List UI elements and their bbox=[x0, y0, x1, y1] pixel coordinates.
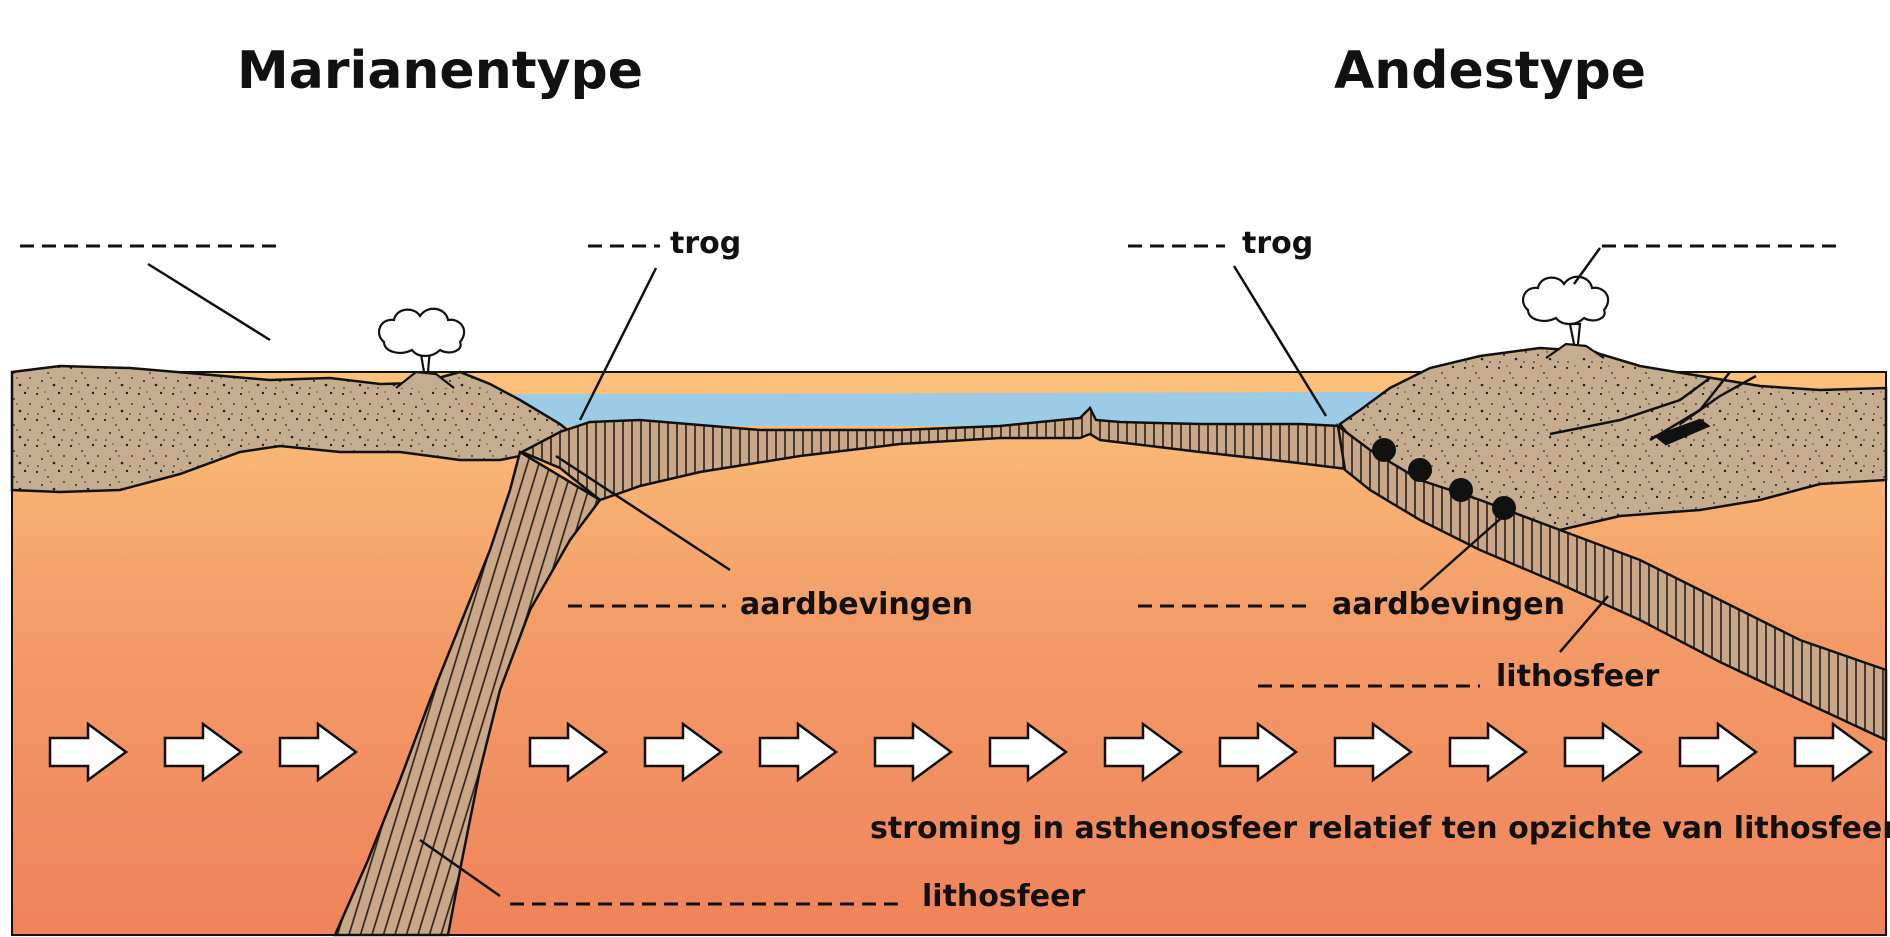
flow-arrow-icon bbox=[988, 721, 1069, 783]
earthquake-dot-icon bbox=[1408, 458, 1432, 482]
leader-trog-left bbox=[578, 267, 658, 421]
earthquake-dots bbox=[1372, 438, 1516, 520]
flow-arrow-icon bbox=[1103, 721, 1184, 783]
title-andestype: Andestype bbox=[1334, 41, 1646, 101]
label-trog-right: trog bbox=[1242, 226, 1313, 261]
label-aardbevingen-right: aardbevingen bbox=[1332, 587, 1565, 622]
label-lithosfeer-bottom: lithosfeer bbox=[922, 879, 1085, 914]
label-stroming: stroming in asthenosfeer relatief ten op… bbox=[870, 811, 1890, 846]
label-lithosfeer-right: lithosfeer bbox=[1496, 659, 1659, 694]
leader-top-right bbox=[1572, 247, 1602, 285]
earthquake-dot-icon bbox=[1449, 478, 1473, 502]
flow-arrow-icon bbox=[1448, 721, 1529, 783]
leader-aardbevingen-left bbox=[555, 454, 731, 572]
title-marianentype: Marianentype bbox=[237, 41, 643, 101]
flow-arrow-icon bbox=[758, 721, 839, 783]
leader-trog-right bbox=[1232, 265, 1328, 417]
flow-arrows bbox=[48, 721, 1874, 783]
leader-lithosfeer-bottom bbox=[419, 838, 501, 898]
flow-arrow-icon bbox=[48, 721, 129, 783]
slab-left bbox=[333, 450, 602, 937]
flow-arrow-icon bbox=[1793, 721, 1874, 783]
flow-arrow-icon bbox=[163, 721, 244, 783]
earthquake-dot-icon bbox=[1372, 438, 1396, 462]
earthquake-dot-icon bbox=[1492, 496, 1516, 520]
flow-arrow-icon bbox=[1678, 721, 1759, 783]
flow-arrow-icon bbox=[1218, 721, 1299, 783]
ash-cloud-icon bbox=[377, 307, 466, 358]
volcano-icon bbox=[1545, 322, 1605, 359]
flow-arrow-icon bbox=[643, 721, 724, 783]
leader-aardbevingen-right bbox=[1419, 511, 1509, 591]
flow-arrow-icon bbox=[528, 721, 609, 783]
label-aardbevingen-left: aardbevingen bbox=[740, 587, 973, 622]
slab-right bbox=[1336, 423, 1888, 742]
leader-top-left bbox=[147, 262, 271, 342]
ash-cloud-icon bbox=[1521, 275, 1610, 326]
fault-lines bbox=[1549, 371, 1757, 446]
label-trog-left: trog bbox=[670, 226, 741, 261]
flow-arrow-icon bbox=[873, 721, 954, 783]
leader-lithosfeer-right bbox=[1559, 595, 1609, 653]
flow-arrow-icon bbox=[278, 721, 359, 783]
flow-arrow-icon bbox=[1563, 721, 1644, 783]
flow-arrow-icon bbox=[1333, 721, 1414, 783]
